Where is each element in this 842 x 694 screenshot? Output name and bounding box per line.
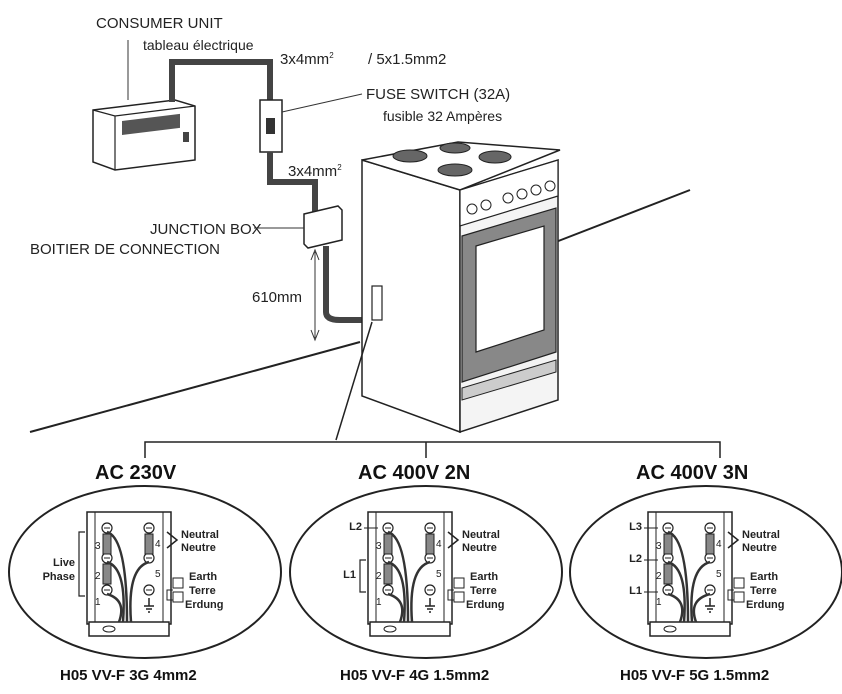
junction-box-label-fr: BOITIER DE CONNECTION [30, 241, 221, 258]
live-label: Live [52, 557, 75, 569]
earth-label: Earth [189, 571, 218, 583]
terminal-number: 2 [656, 571, 662, 582]
terminal-number: 5 [436, 569, 442, 580]
terminal-panel-3 [569, 485, 842, 659]
cable-junction-cooker [323, 246, 372, 323]
neutral-label: Neutral [181, 529, 219, 541]
height-label: 610mm [252, 289, 303, 306]
terminal-number: 1 [656, 597, 662, 608]
terminal-number: 1 [95, 597, 101, 608]
terminal-panel-2 [289, 485, 563, 659]
terminal-number: 1 [376, 597, 382, 608]
height-dimension [310, 248, 320, 342]
earth-label-de: Erdung [185, 599, 224, 611]
earth-label-de: Erdung [746, 599, 785, 611]
neutral-label-fr: Neutre [742, 542, 777, 554]
earth-label: Earth [470, 571, 499, 583]
terminal-number: 5 [716, 569, 722, 580]
floor-line-left [29, 341, 361, 433]
earth-label: Earth [750, 571, 779, 583]
earth-label-fr: Terre [189, 585, 216, 597]
l2-label: L2 [349, 521, 362, 533]
earth-label-fr: Terre [470, 585, 497, 597]
consumer-unit-label-fr: tableau électrique [143, 37, 254, 53]
cable-consumer-fuse [169, 59, 273, 102]
panel-2-heading: AC 400V 2N [358, 462, 471, 484]
cable-fuse-junction [267, 152, 318, 212]
earth-label-de: Erdung [466, 599, 505, 611]
terminal-number: 2 [376, 571, 382, 582]
panel-1-cable: H05 VV-F 3G 4mm2 [60, 667, 197, 684]
l1-label: L1 [343, 569, 356, 581]
junction-box-icon [254, 205, 343, 249]
neutral-label-fr: Neutre [181, 542, 216, 554]
terminal-panel-1 [8, 485, 282, 659]
panel-3-cable: H05 VV-F 5G 1.5mm2 [620, 667, 770, 684]
terminal-number: 3 [95, 541, 101, 552]
cable-top-spec: 3x4mm2 [280, 51, 334, 68]
cable-mid-spec: 3x4mm2 [288, 163, 342, 180]
panel-2-cable: H05 VV-F 4G 1.5mm2 [340, 667, 490, 684]
l3-label: L3 [629, 521, 642, 533]
floor-line-right [547, 189, 691, 246]
terminal-number: 4 [716, 539, 722, 550]
terminal-number: 5 [155, 569, 161, 580]
phase-label: Phase [42, 571, 75, 583]
panel-1-heading: AC 230V [95, 462, 177, 484]
fuse-switch-label-fr: fusible 32 Ampères [383, 108, 503, 124]
l2-label: L2 [629, 553, 642, 565]
panel-tree [144, 441, 721, 458]
fuse-switch-label: FUSE SWITCH (32A) [366, 86, 511, 103]
connection-leader [335, 321, 373, 441]
neutral-label-fr: Neutre [462, 542, 497, 554]
neutral-label: Neutral [462, 529, 500, 541]
earth-label-fr: Terre [750, 585, 777, 597]
fuse-switch-icon [259, 93, 363, 153]
cooker-icon [361, 141, 561, 434]
terminal-number: 3 [376, 541, 382, 552]
terminal-number: 4 [436, 539, 442, 550]
terminal-number: 4 [155, 539, 161, 550]
junction-box-label: JUNCTION BOX [150, 221, 262, 238]
terminal-number: 3 [656, 541, 662, 552]
l1-label: L1 [629, 585, 642, 597]
neutral-label: Neutral [742, 529, 780, 541]
consumer-unit-label: CONSUMER UNIT [96, 15, 223, 32]
terminal-number: 2 [95, 571, 101, 582]
consumer-unit-icon [92, 99, 196, 171]
panel-3-heading: AC 400V 3N [636, 462, 749, 484]
cable-top-spec-alt: / 5x1.5mm2 [368, 51, 447, 68]
